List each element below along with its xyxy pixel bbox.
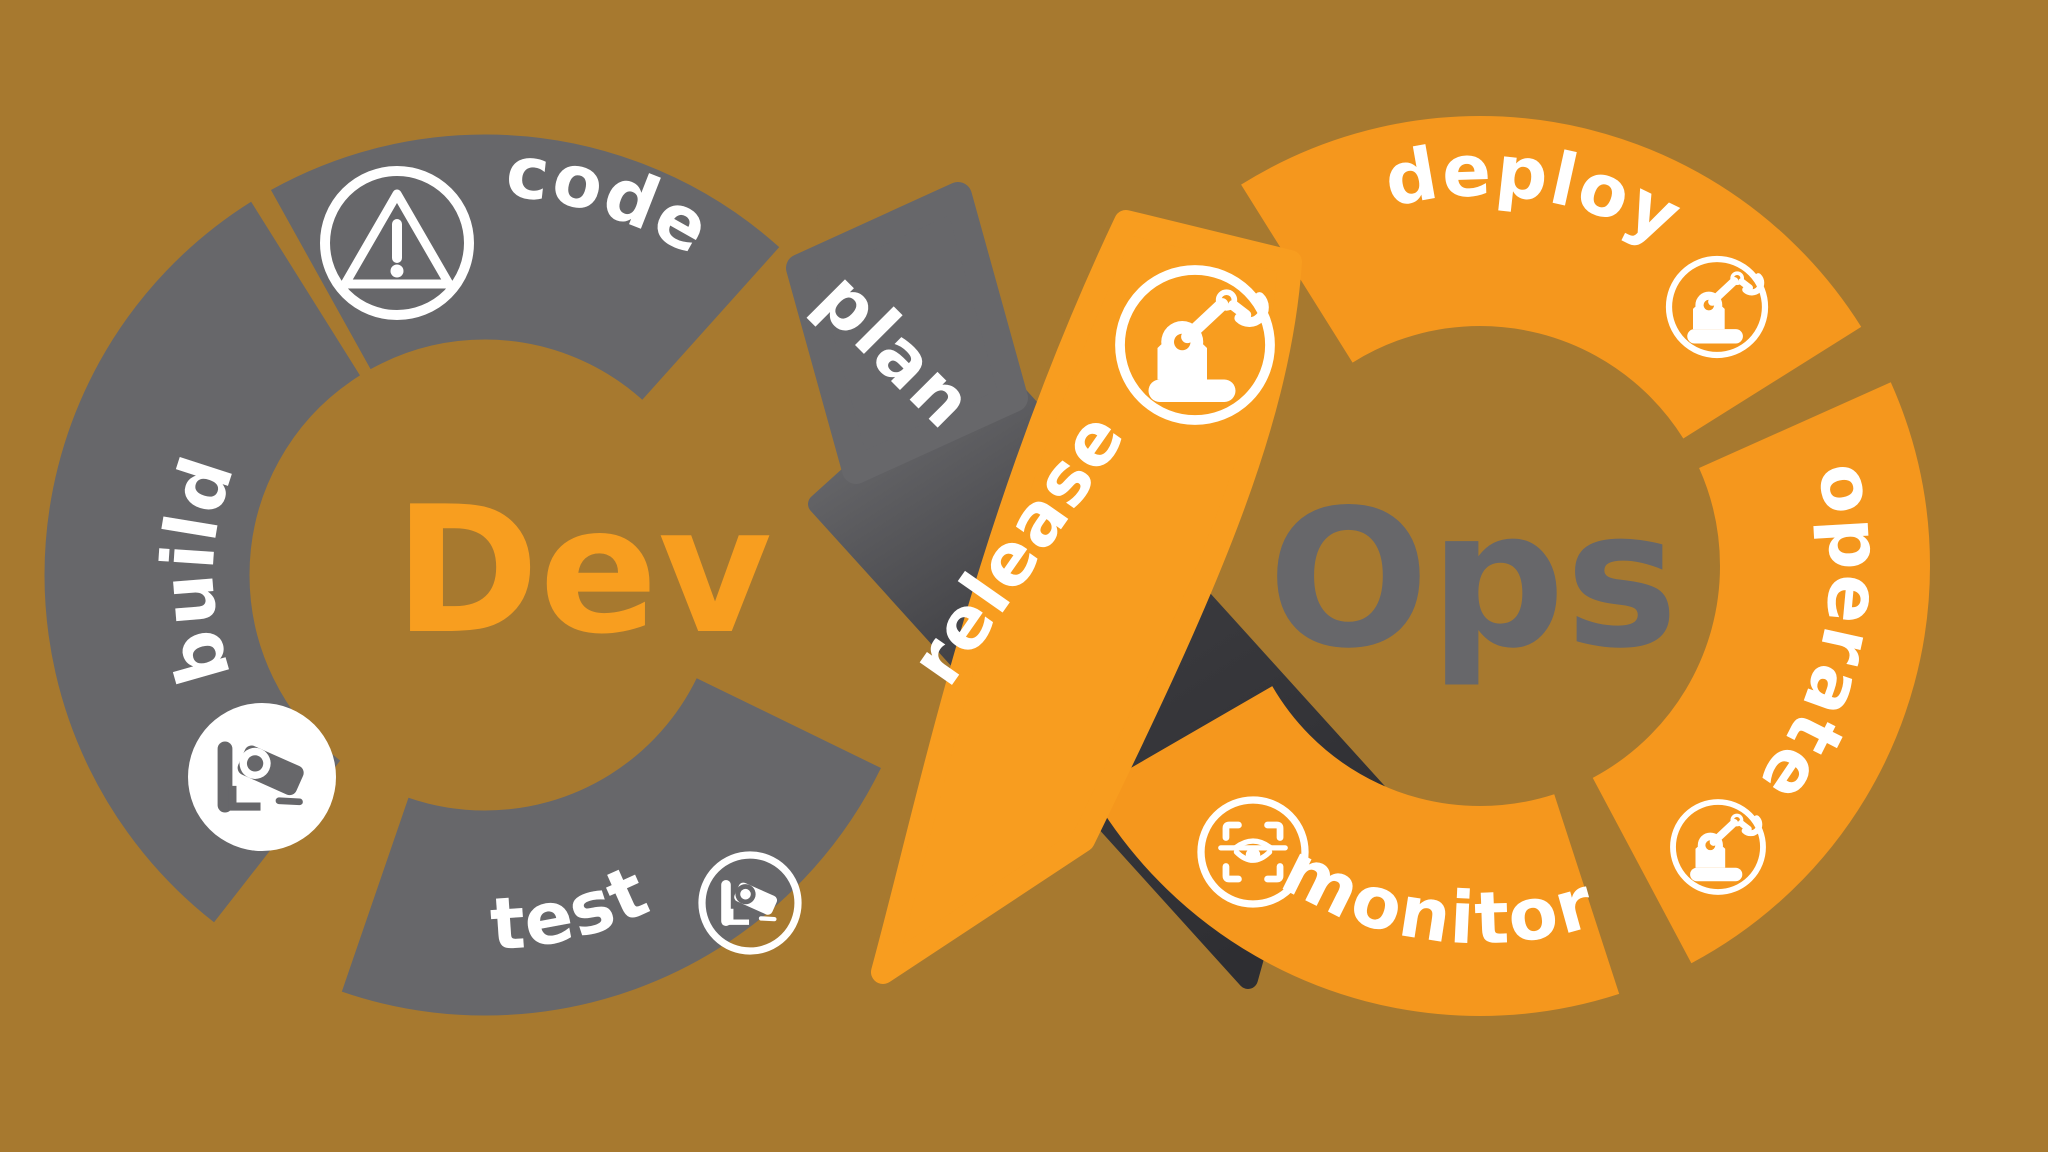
security-camera-icon (698, 851, 802, 955)
ops-title: Ops (1268, 469, 1679, 690)
build-segment (44, 134, 926, 1016)
operate-segment (1030, 116, 1930, 1016)
security-camera-icon (188, 703, 336, 851)
plan-segment (786, 182, 1028, 484)
ops-loop (1030, 116, 1930, 1016)
dev-title: Dev (394, 470, 772, 673)
warning-triangle-icon (320, 166, 474, 320)
eye-scan-icon (1197, 796, 1309, 908)
monitor-segment (1030, 116, 1930, 1016)
dev-loop (44, 134, 926, 1016)
test-segment (44, 134, 926, 1016)
deploy-segment (1030, 116, 1930, 1016)
code-segment (44, 134, 926, 1016)
release-segment (871, 210, 1302, 984)
